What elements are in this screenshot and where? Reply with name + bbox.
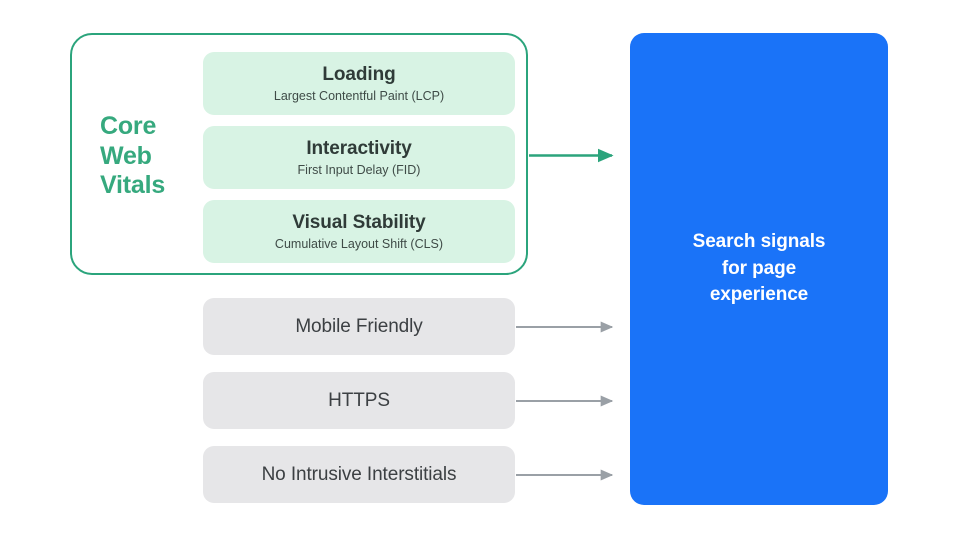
signal-label: No Intrusive Interstitials (261, 463, 457, 485)
metric-card-loading[interactable]: Loading Largest Contentful Paint (LCP) (203, 52, 515, 115)
core-web-vitals-label: Core Web Vitals (100, 112, 192, 201)
metric-subtitle: Largest Contentful Paint (LCP) (273, 89, 445, 104)
core-web-vitals-label-line-1: Core (100, 112, 157, 140)
metric-title: Visual Stability (292, 211, 426, 233)
destination-panel-search-signals[interactable]: Search signals for page experience (630, 33, 888, 505)
signal-card-https[interactable]: HTTPS (203, 372, 515, 429)
metric-subtitle: Cumulative Layout Shift (CLS) (274, 237, 444, 252)
metric-title: Loading (322, 63, 396, 85)
metric-card-visual-stability[interactable]: Visual Stability Cumulative Layout Shift… (203, 200, 515, 263)
signal-card-mobile-friendly[interactable]: Mobile Friendly (203, 298, 515, 355)
core-web-vitals-label-line-2: Web (100, 141, 152, 170)
metric-card-interactivity[interactable]: Interactivity First Input Delay (FID) (203, 126, 515, 189)
signal-label: HTTPS (328, 389, 390, 411)
core-web-vitals-label-line-3: Vitals (100, 171, 166, 199)
metric-title: Interactivity (306, 137, 412, 159)
signal-label: Mobile Friendly (295, 315, 423, 337)
destination-panel-label: Search signals for page experience (692, 230, 826, 306)
core-web-vitals-group (70, 33, 528, 275)
metric-subtitle: First Input Delay (FID) (297, 163, 421, 178)
signal-card-no-intrusive-interstitials[interactable]: No Intrusive Interstitials (203, 446, 515, 503)
